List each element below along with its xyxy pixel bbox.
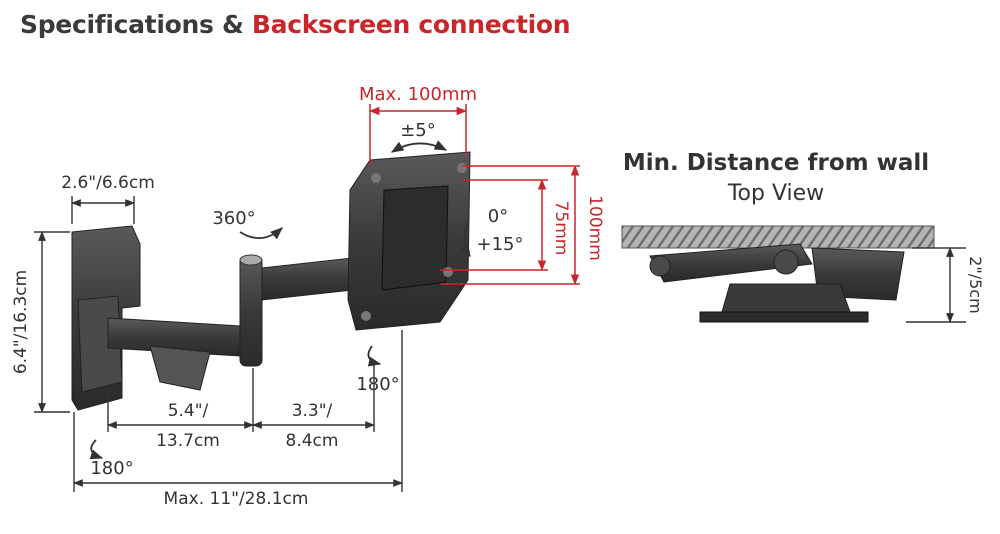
vesa-75-label: 75mm <box>551 201 571 256</box>
top-view-subheading: Top View <box>727 181 824 206</box>
vesa-dimensions <box>368 104 580 286</box>
labels: 2.6"/6.6cm 6.4"/16.3cm 5.4"/ 13.7cm 3.3"… <box>11 84 985 509</box>
title-prefix: Specifications & <box>20 10 252 39</box>
arm2-bottom-label: 8.4cm <box>286 431 339 451</box>
wall-hatch <box>621 225 935 249</box>
level-adjust-label: ±5° <box>400 120 436 141</box>
vesa-100-label: 100mm <box>585 195 605 261</box>
rotation-arrows <box>89 140 471 460</box>
max-extension-label: Max. 11"/28.1cm <box>164 489 309 509</box>
wall-distance-heading: Min. Distance from wall <box>623 150 929 176</box>
tilt-top-label: 0° <box>488 206 508 227</box>
wall-mount-product <box>71 151 471 411</box>
swivel-top-label: 360° <box>212 208 255 229</box>
wall-plate-height-label: 6.4"/16.3cm <box>11 270 31 374</box>
page-title: Specifications & Backscreen connection <box>20 10 571 39</box>
wall-distance-label: 2"/5cm <box>966 256 985 314</box>
title-accent: Backscreen connection <box>251 10 571 39</box>
swivel-head-label: 180° <box>356 374 399 395</box>
arm1-top-label: 5.4"/ <box>168 401 209 421</box>
top-view-diagram <box>621 225 966 323</box>
vesa-max-label: Max. 100mm <box>359 84 477 105</box>
tilt-bottom-label: +15° <box>477 234 524 255</box>
arm2-top-label: 3.3"/ <box>292 401 333 421</box>
wall-plate-width-label: 2.6"/6.6cm <box>61 173 155 193</box>
dimension-lines <box>34 196 403 492</box>
arm1-bottom-label: 13.7cm <box>156 431 220 451</box>
swivel-base-label: 180° <box>90 458 133 479</box>
